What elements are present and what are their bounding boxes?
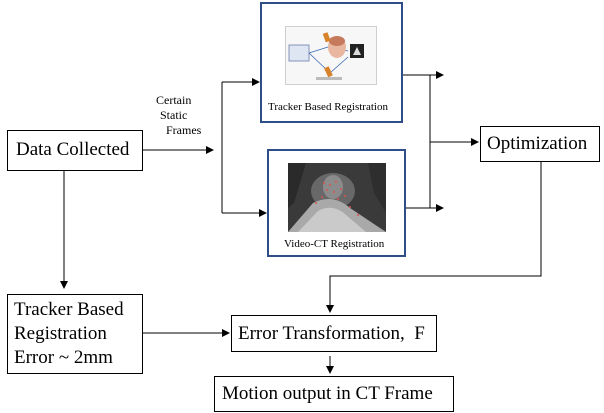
- optimization-box: Optimization: [480, 126, 600, 162]
- tracker-registration-panel: Tracker Based Registration: [260, 2, 403, 123]
- optimization-label: Optimization: [487, 133, 588, 154]
- static-frames-label: Certain Static Frames: [156, 93, 216, 138]
- tracker-error-line-3: Error ~ 2mm: [14, 347, 113, 368]
- static-frames-line-1: Certain: [156, 93, 192, 107]
- motion-output-box: Motion output in CT Frame: [214, 376, 454, 412]
- error-transformation-label: Error Transformation, F: [238, 323, 425, 344]
- error-transformation-box: Error Transformation, F: [231, 315, 437, 352]
- tracker-error-line-1: Tracker Based: [14, 299, 124, 320]
- static-frames-line-2: Static: [160, 108, 188, 122]
- video-ct-registration-panel: Video-CT Registration: [267, 149, 406, 257]
- data-collected-label: Data Collected: [16, 139, 130, 160]
- motion-output-label: Motion output in CT Frame: [222, 383, 433, 404]
- tracker-registration-label: Tracker Based Registration: [268, 101, 388, 113]
- static-frames-line-3: Frames: [166, 123, 202, 137]
- video-ct-registration-label: Video-CT Registration: [284, 238, 385, 250]
- data-collected-box: Data Collected: [7, 130, 143, 171]
- tracker-error-box: Tracker Based Registration Error ~ 2mm: [7, 294, 143, 374]
- video-ct-thumbnail: [288, 163, 386, 232]
- feedback-line: [326, 160, 542, 313]
- tracker-error-line-2: Registration: [14, 323, 107, 344]
- tracker-registration-thumbnail: [285, 26, 377, 85]
